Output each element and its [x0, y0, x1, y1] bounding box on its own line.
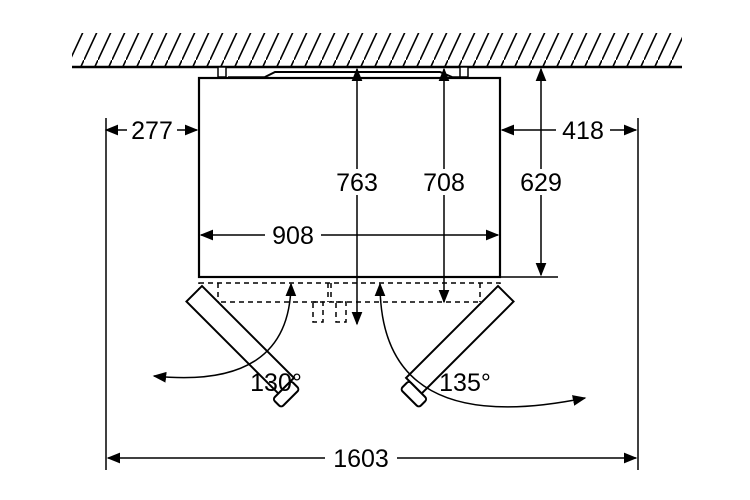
right-door-angle: 135° — [439, 369, 491, 397]
dim-depth-body: 708 — [423, 169, 465, 197]
extension-lines — [105, 118, 639, 470]
dim-right-clearance: 418 — [562, 117, 604, 145]
dim-depth-cabinet: 629 — [520, 169, 562, 197]
dim-depth-total: 763 — [336, 169, 378, 197]
dim-width: 908 — [272, 222, 314, 250]
closed-doors-dashed — [198, 282, 501, 323]
dim-overall-width: 1603 — [333, 445, 389, 473]
door-swing-arcs — [152, 282, 587, 408]
dim-left-clearance: 277 — [131, 117, 173, 145]
top-hinges — [217, 66, 469, 78]
left-door-angle: 130° — [250, 369, 302, 397]
dimension-labels: 277 418 763 708 629 908 1603 130° 135° — [127, 117, 610, 473]
wall — [72, 33, 682, 69]
